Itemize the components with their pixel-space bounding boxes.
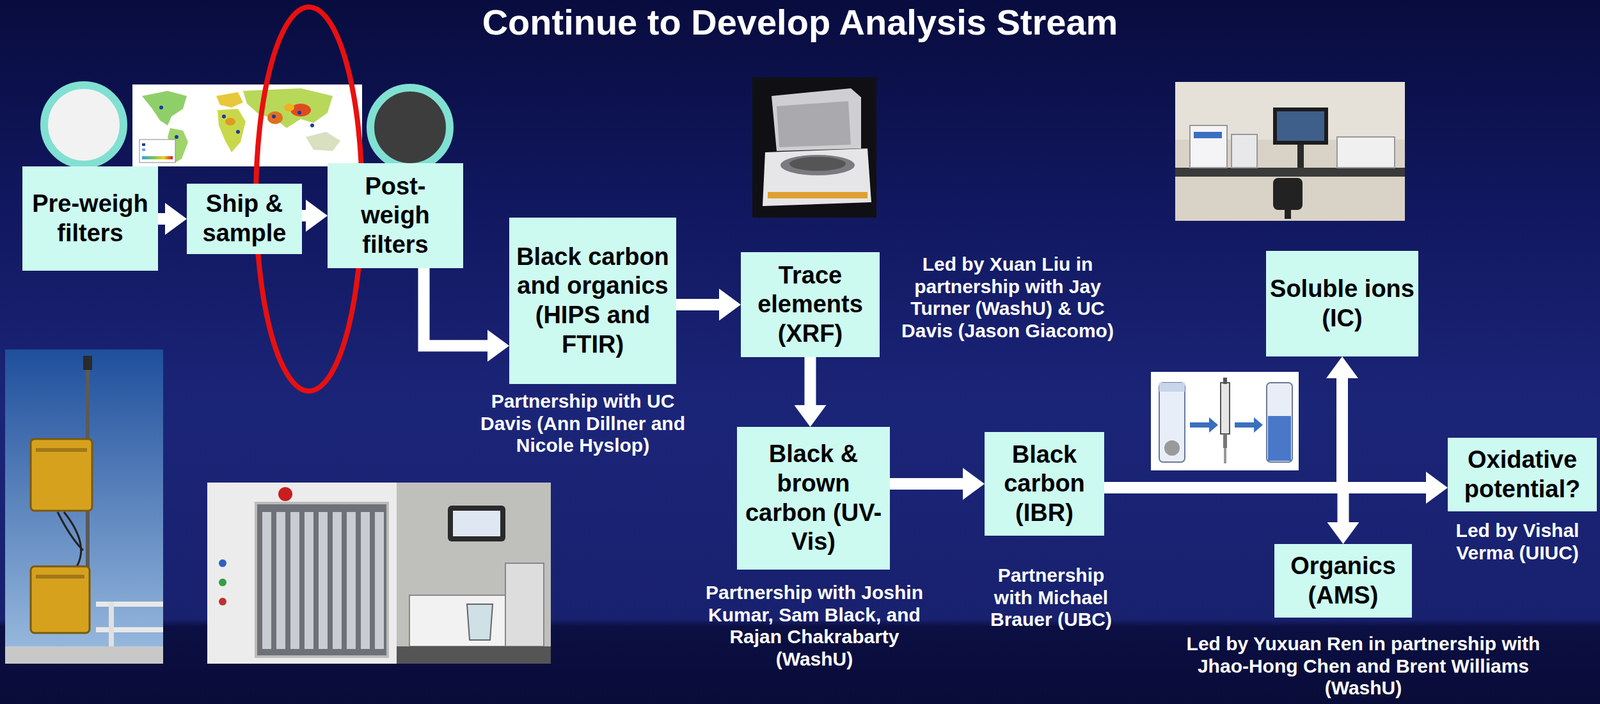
process-box: Organics (AMS) — [1274, 543, 1412, 618]
box-label: Trace elements (XRF) — [744, 261, 876, 349]
flow-arrow — [889, 477, 963, 490]
sampled-filter — [370, 87, 450, 167]
process-box: Ship & sample — [186, 183, 302, 254]
process-box: Trace elements (XRF) — [740, 252, 880, 357]
process-box: Black carbon (IBR) — [984, 431, 1105, 536]
partner-note: Partnership with UC Davis (Ann Dillner a… — [477, 390, 689, 457]
partner-note: Led by Vishal Verma (UIUC) — [1443, 519, 1592, 564]
slide-title: Continue to Develop Analysis Stream — [0, 2, 1600, 43]
box-label: Black carbon (IBR) — [988, 440, 1101, 528]
process-box: Oxidative potential? — [1447, 437, 1597, 512]
box-label: Organics (AMS) — [1278, 551, 1409, 610]
process-box: Soluble ions (IC) — [1266, 250, 1419, 357]
flow-arrow — [1104, 481, 1426, 494]
process-box: Pre-weigh filters — [22, 166, 159, 271]
process-box: Black & brown carbon (UV-Vis) — [736, 426, 890, 570]
weighing-lab-photo — [207, 482, 551, 664]
flow-arrow — [676, 298, 720, 311]
ic-lab-photo — [1175, 81, 1405, 221]
partner-note: Led by Xuan Liu in partnership with Jay … — [888, 253, 1127, 342]
box-label: Black & brown carbon (UV-Vis) — [740, 439, 887, 556]
box-label: Pre-weigh filters — [26, 189, 155, 248]
filtration-icon — [1150, 371, 1299, 471]
flow-arrow — [158, 213, 166, 225]
box-label: Oxidative potential? — [1451, 445, 1593, 504]
box-label: Black carbon and organics (HIPS and FTIR… — [513, 242, 673, 359]
sampler-photo — [5, 349, 164, 664]
partner-note: Led by Yuxuan Ren in partnership with Jh… — [1182, 632, 1545, 700]
process-box: Black carbon and organics (HIPS and FTIR… — [509, 217, 677, 384]
box-label: Ship & sample — [190, 189, 299, 248]
box-label: Soluble ions (IC) — [1269, 274, 1415, 333]
flow-arrow — [804, 356, 817, 405]
partner-note: Partnership with Michael Brauer (UBC) — [976, 564, 1126, 631]
flow-arrow — [424, 268, 488, 346]
process-box: Post-weigh filters — [327, 163, 464, 269]
site-map — [132, 84, 363, 167]
flow-arrow — [301, 209, 306, 222]
box-label: Post-weigh filters — [331, 172, 460, 260]
clean-filter — [44, 85, 124, 165]
partner-note: Partnership with Joshin Kumar, Sam Black… — [704, 581, 924, 670]
xrf-photo — [752, 77, 877, 218]
flow-arrow — [1104, 378, 1343, 488]
